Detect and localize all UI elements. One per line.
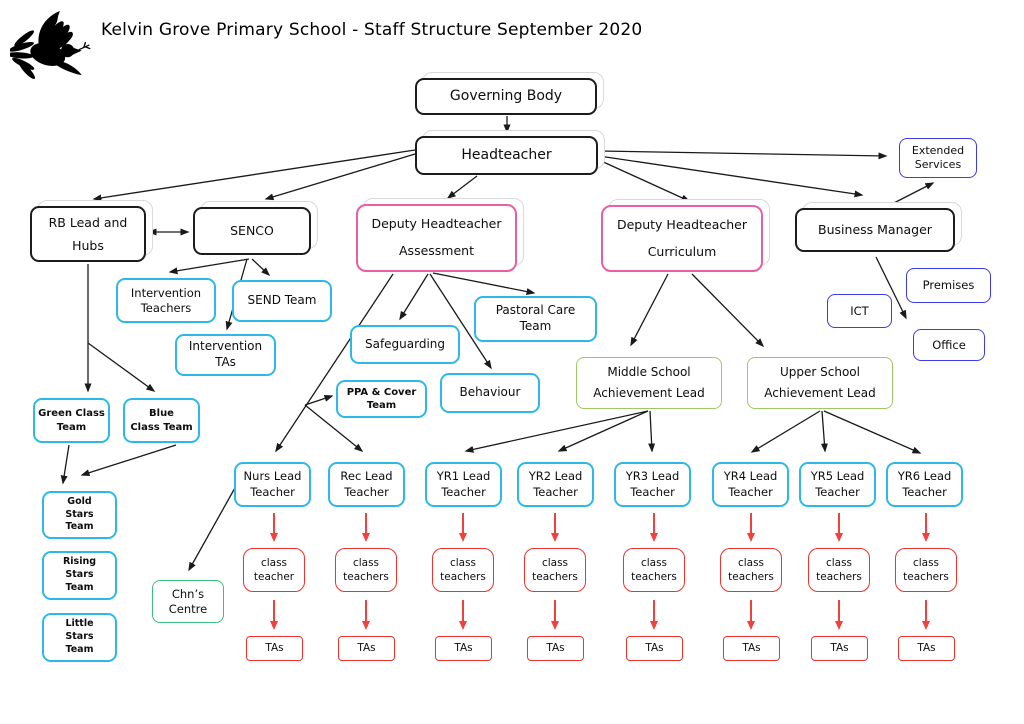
node-nurs-lead-teacher: Nurs Lead Teacher [234, 462, 311, 507]
node-rec-lead-teacher: Rec Lead Teacher [328, 462, 405, 507]
node-yr1-class-teacher: class teachers [432, 548, 494, 592]
node-yr5-tas: TAs [811, 636, 868, 661]
node-ppa-cover-team: PPA & Cover Team [336, 380, 427, 418]
node-blue-class-team: Blue Class Team [123, 398, 200, 443]
node-behaviour: Behaviour [440, 373, 540, 413]
dove-logo-icon [10, 10, 91, 79]
node-chns-centre: Chn’s Centre [152, 580, 224, 623]
node-pastoral-care-team: Pastoral Care Team [474, 296, 597, 342]
node-yr4-class-teacher: class teachers [720, 548, 782, 592]
node-middle-school-achievement-lead: Middle School Achievement Lead [576, 357, 722, 409]
node-deputy-headteacher-assessment: Deputy Headteacher Assessment [356, 204, 517, 272]
node-intervention-teachers: Intervention Teachers [116, 278, 216, 323]
node-yr3-lead-teacher: YR3 Lead Teacher [614, 462, 691, 507]
node-green-class-team: Green Class Team [33, 398, 110, 443]
node-yr6-class-teacher: class teachers [895, 548, 957, 592]
node-yr5-lead-teacher: YR5 Lead Teacher [799, 462, 876, 507]
node-upper-school-achievement-lead: Upper School Achievement Lead [747, 357, 893, 409]
node-yr1-tas: TAs [435, 636, 492, 661]
node-gold-stars-team: Gold Stars Team [42, 491, 117, 539]
node-rising-stars-team: Rising Stars Team [42, 551, 117, 600]
node-yr6-tas: TAs [898, 636, 955, 661]
node-governing-body: Governing Body [415, 78, 597, 115]
node-yr2-lead-teacher: YR2 Lead Teacher [517, 462, 594, 507]
node-send-team: SEND Team [232, 280, 332, 322]
node-rec-tas: TAs [338, 636, 395, 661]
node-premises: Premises [906, 268, 991, 303]
page-title: Kelvin Grove Primary School - Staff Stru… [101, 20, 643, 40]
node-senco: SENCO [193, 207, 311, 255]
node-office: Office [913, 329, 985, 361]
node-yr3-tas: TAs [626, 636, 683, 661]
node-yr6-lead-teacher: YR6 Lead Teacher [886, 462, 963, 507]
node-yr5-class-teacher: class teachers [808, 548, 870, 592]
node-intervention-tas: Intervention TAs [175, 334, 276, 376]
node-nurs-tas: TAs [246, 636, 303, 661]
node-yr4-lead-teacher: YR4 Lead Teacher [712, 462, 789, 507]
node-yr2-class-teacher: class teachers [524, 548, 586, 592]
node-safeguarding: Safeguarding [350, 325, 460, 364]
node-yr3-class-teacher: class teachers [623, 548, 685, 592]
node-little-stars-team: Little Stars Team [42, 613, 117, 662]
node-nurs-class-teacher: class teacher [243, 548, 305, 592]
node-rb-lead-and-hubs: RB Lead and Hubs [30, 206, 146, 262]
node-yr4-tas: TAs [723, 636, 780, 661]
node-yr2-tas: TAs [527, 636, 584, 661]
node-yr1-lead-teacher: YR1 Lead Teacher [425, 462, 502, 507]
node-business-manager: Business Manager [795, 208, 955, 252]
node-deputy-headteacher-curriculum: Deputy Headteacher Curriculum [601, 205, 763, 272]
node-extended-services: Extended Services [899, 138, 977, 178]
node-headteacher: Headteacher [415, 136, 598, 175]
node-ict: ICT [827, 294, 892, 328]
node-rec-class-teacher: class teachers [335, 548, 397, 592]
